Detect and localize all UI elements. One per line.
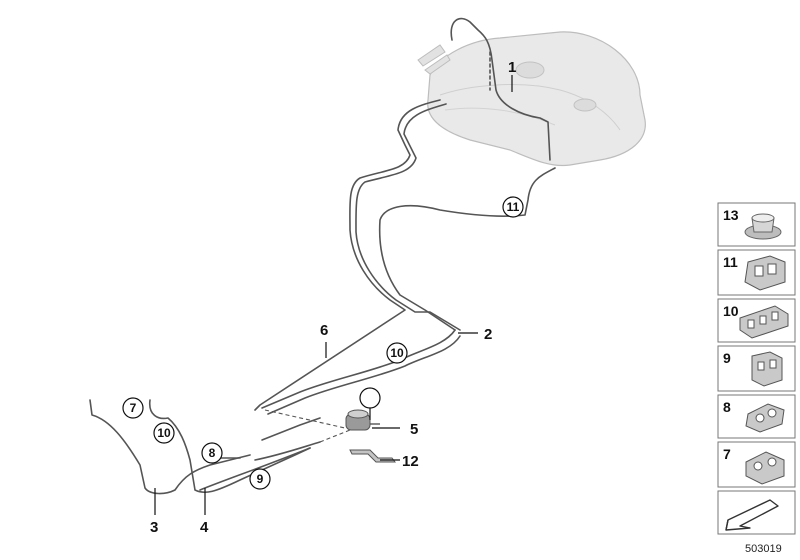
- connection-dashes: [264, 409, 351, 443]
- clip-7-icon: [745, 451, 785, 485]
- panel-number-9: 9: [723, 350, 731, 366]
- circled-9-badge: [249, 468, 271, 490]
- circled-13-badge: [359, 387, 381, 409]
- panel-number-13: 13: [723, 207, 739, 223]
- panel-number-8: 8: [723, 399, 731, 415]
- panel-box-7[interactable]: 7: [717, 441, 796, 488]
- panel-box-11[interactable]: 11: [717, 249, 796, 296]
- circled-8-badge: [201, 442, 223, 464]
- clip-11-icon: [744, 255, 786, 291]
- panel-box-9[interactable]: 9: [717, 345, 796, 392]
- circled-10a: 10: [157, 426, 171, 440]
- circled-8: 8: [209, 446, 216, 460]
- clip-8-icon: [745, 403, 785, 433]
- callout-2: 2: [484, 326, 492, 343]
- panel-box-arrow[interactable]: [717, 490, 796, 535]
- leader-lines: [154, 75, 513, 515]
- clip-10-icon: [739, 305, 789, 339]
- panel-number-10: 10: [723, 303, 739, 319]
- circled-11: 11: [507, 200, 520, 214]
- circled-callout-labels: 7 8 9 10 10 11: [130, 200, 520, 486]
- panel-box-13[interactable]: 13: [717, 202, 796, 247]
- callout-12: 12: [402, 453, 419, 470]
- clip-13-icon: [744, 213, 782, 240]
- callout-3: 3: [150, 519, 158, 536]
- circled-10b-badge: [386, 342, 408, 364]
- circled-11-badge: [502, 196, 524, 218]
- fuel-filter: [345, 409, 380, 431]
- circled-9: 9: [257, 472, 264, 486]
- circled-10a-badge: [153, 422, 175, 444]
- circled-7: 7: [130, 401, 137, 415]
- circled-10b: 10: [390, 346, 404, 360]
- circled-7-badge: [122, 397, 144, 419]
- circled-callouts: [122, 196, 524, 490]
- diagram-reference-number: 503019: [745, 543, 782, 555]
- bracket: [349, 449, 396, 463]
- callout-4: 4: [200, 519, 209, 536]
- clip-9-icon: [751, 351, 783, 387]
- panel-box-10[interactable]: 10: [717, 298, 796, 343]
- panel-box-8[interactable]: 8: [717, 394, 796, 439]
- callout-5: 5: [410, 421, 418, 438]
- panel-number-11: 11: [723, 254, 738, 270]
- arrow-icon: [725, 499, 779, 531]
- callout-6: 6: [320, 322, 328, 339]
- panel-number-7: 7: [723, 446, 731, 462]
- fuel-tank-illustration: [417, 31, 646, 167]
- callout-1: 1: [508, 59, 516, 76]
- parts-panel: 13 11 10: [717, 202, 796, 535]
